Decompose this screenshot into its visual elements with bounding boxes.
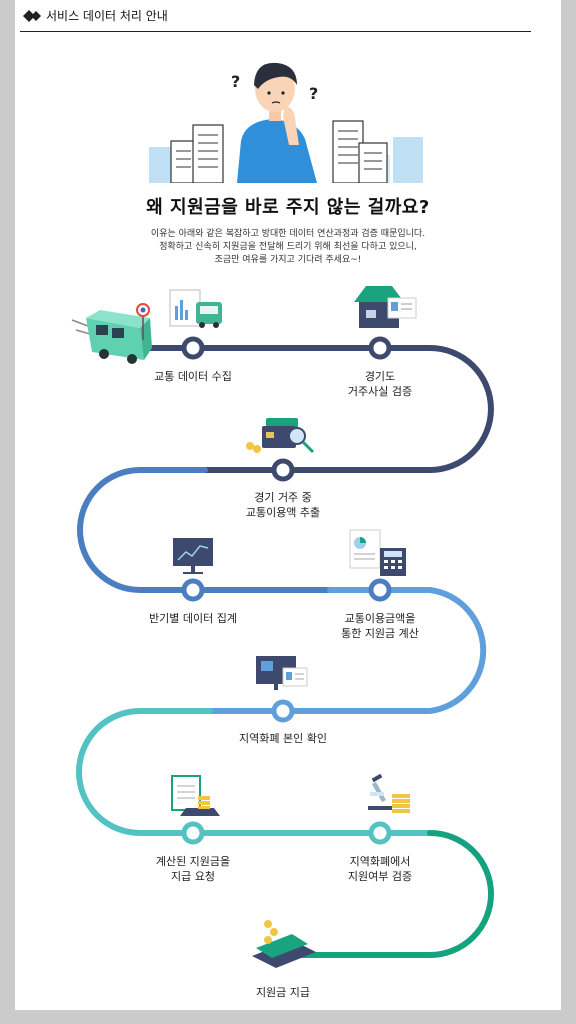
path-segment-navy [142,345,494,473]
header-title: 서비스 데이터 처리 안내 [46,9,168,23]
description-line: 조금만 여유를 가지고 기다려 주세요~! [214,255,362,265]
step-node [368,821,392,845]
microscope-coins-icon [368,773,410,813]
path-segment-green [297,830,494,958]
calculator-document-icon [349,529,406,576]
monitor-id-icon [256,656,308,690]
step-label-identity-check: 지역화폐 본인 확인 [239,732,327,745]
description-line: 정확하고 신속히 지원금을 전달해 드리기 위해 최선을 다하고 있으니, [159,242,417,252]
step-label-payment: 지원금 지급 [255,986,311,999]
card-magnifier-icon [246,418,315,454]
step-node [271,699,295,723]
path-segment-light-blue [207,587,487,714]
svg-text:?: ? [309,84,318,103]
description-text: 이유는 아래와 같은 복잡하고 방대한 데이터 연산과정과 검증 때문입니다. … [0,228,576,267]
confused-person-illustration: ? ? [149,62,423,183]
step-node [181,578,205,602]
path-segment-blue [77,467,333,593]
data-document-icon [169,289,222,328]
step-node [368,578,392,602]
step-node [368,336,392,360]
description-line: 이유는 아래와 같은 복잡하고 방대한 데이터 연산과정과 검증 때문입니다. [150,229,426,239]
monitor-chart-icon [173,538,213,574]
diamond-bullet-icon [23,10,41,22]
step-label-traffic-data: 교통 데이터 수집 [154,370,232,383]
step-node [271,458,295,482]
clipboard-coins-icon [171,775,220,816]
step-node [181,336,205,360]
step-node [181,821,205,845]
bus-icon [71,303,152,364]
svg-text:?: ? [231,72,240,91]
card-payment-icon [252,920,316,968]
page-title: 왜 지원금을 바로 주지 않는 걸까요? [146,197,430,218]
path-segment-teal [76,708,433,836]
page-header: 서비스 데이터 처리 안내 [20,4,531,32]
step-label-half-year: 반기별 데이터 집계 [149,612,237,625]
house-id-card-icon [354,286,417,328]
